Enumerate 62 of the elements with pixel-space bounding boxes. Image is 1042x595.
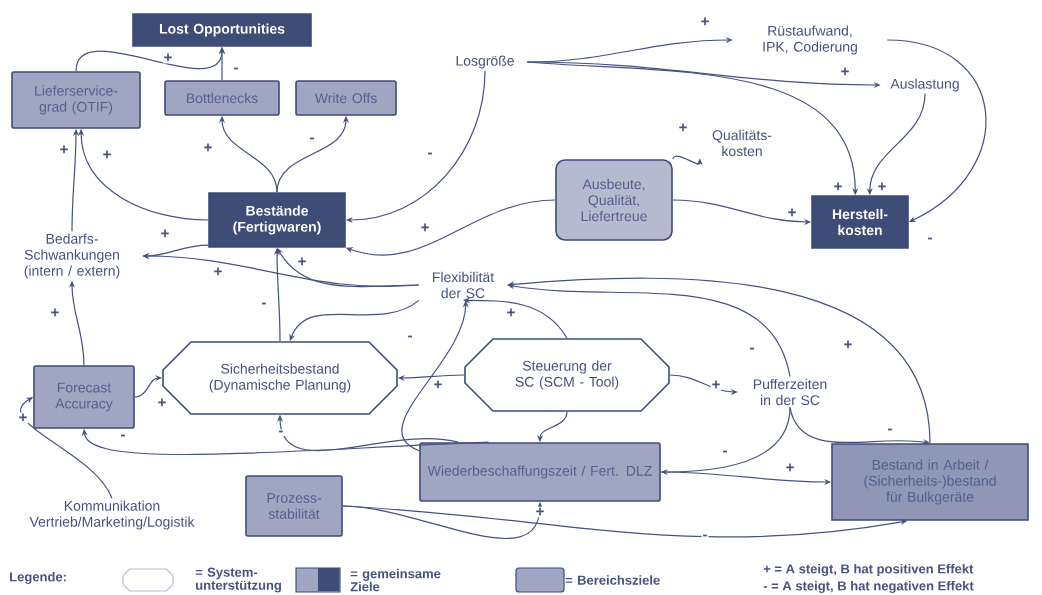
polarity-sign: +: [505, 307, 517, 319]
polarity-sign: -: [277, 429, 285, 437]
polarity-sign: -: [308, 136, 316, 144]
polarity-sign: +: [202, 142, 214, 154]
polarity-sign: +: [159, 228, 171, 240]
polarity-sign: +: [839, 66, 851, 78]
variable-text: Rüstaufwand, IPK, Codierung: [763, 25, 857, 55]
causal-arrow: [886, 39, 986, 222]
variable-text: Qualitäts- kosten: [712, 129, 772, 157]
target-box: Bestand in Arbeit / (Sicherheits-)bestand für Bulkgeräte: [831, 443, 1029, 521]
variable-text: Bedarfs- Schwankungen (intern / extern): [24, 233, 120, 279]
polarity-sign: +: [17, 412, 29, 424]
legend-text: = System- unterstützung: [195, 567, 281, 593]
polarity-sign: +: [699, 16, 711, 28]
polarity-sign: +: [710, 379, 722, 391]
variable-text: Flexibilität der SC: [433, 271, 494, 299]
polarity-sign: +: [534, 506, 546, 518]
polarity-sign: +: [212, 266, 224, 278]
polarity-sign: +: [832, 181, 844, 193]
polarity-sign: +: [296, 256, 308, 268]
target-box: Bottlenecks: [164, 80, 280, 116]
polarity-sign: +: [101, 149, 113, 161]
target-box: Forecast Accuracy: [33, 365, 135, 429]
polarity-sign: +: [677, 122, 689, 134]
polarity-sign: -: [232, 66, 240, 74]
polarity-sign: +: [842, 339, 854, 351]
legend-text: + = A steigt, B hat positiven Effekt: [763, 563, 974, 577]
target-box: Ausbeute, Qualität, Liefertreue: [555, 159, 673, 241]
polarity-sign: +: [162, 52, 174, 64]
goal-box: Lost Opportunities: [132, 13, 312, 47]
variable-text: Kommunikation Vertrieb/Marketing/Logistik: [29, 500, 195, 530]
target-box: Write Offs: [295, 80, 397, 116]
polarity-sign: +: [58, 144, 70, 156]
legend-text: - = A steigt, B hat negativen Effekt: [763, 580, 974, 594]
polarity-sign: -: [406, 334, 414, 342]
goal-box: Herstell- kosten: [811, 195, 909, 249]
polarity-sign: +: [419, 222, 431, 234]
system-octagon: Steuerung der SC (SCM - Tool): [464, 338, 670, 412]
variable-text: Pufferzeiten in der SC: [753, 378, 827, 406]
polarity-sign: +: [784, 462, 796, 474]
polarity-sign: -: [721, 449, 729, 457]
polarity-sign: -: [701, 533, 709, 541]
polarity-sign: +: [49, 307, 61, 319]
polarity-sign: -: [748, 346, 756, 354]
legend-text: = Bereichsziele: [565, 575, 660, 585]
legend-text: = gemeinsame Ziele: [350, 568, 441, 592]
variable-text: Losgröße: [456, 55, 514, 69]
polarity-sign: +: [876, 181, 888, 193]
polarity-sign: -: [886, 427, 894, 435]
goal-box: Bestände (Fertigwaren): [208, 192, 346, 248]
legend-text: Legende:: [10, 571, 66, 585]
variable-text: Auslastung: [890, 78, 959, 92]
polarity-sign: +: [432, 379, 444, 391]
causal-arrow: [20, 397, 113, 499]
polarity-sign: -: [119, 433, 127, 441]
polarity-sign: +: [786, 207, 798, 219]
target-box: Prozess- stabilität: [245, 475, 343, 537]
polarity-sign: -: [260, 301, 268, 309]
polarity-sign: -: [426, 151, 434, 159]
target-box: Wiederbeschaffungszeit / Fert. DLZ: [419, 442, 661, 502]
target-box: Lieferservice- grad (OTIF): [11, 71, 141, 129]
polarity-sign: -: [926, 236, 934, 244]
